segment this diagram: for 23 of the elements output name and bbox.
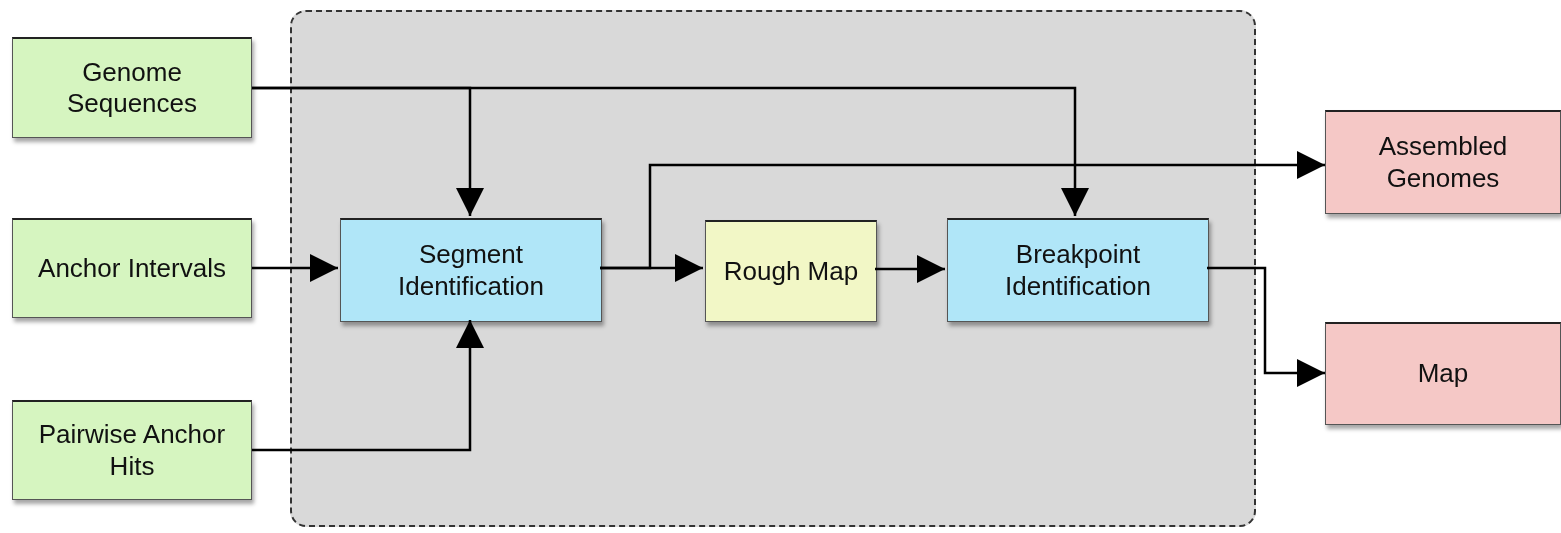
input-box (12, 218, 252, 318)
node-label: Rough Map (722, 255, 860, 288)
input-box (12, 37, 252, 138)
node-label: Segment Identification (397, 239, 545, 302)
output-box (1325, 110, 1561, 214)
arrow (252, 86, 1089, 216)
node-label: Pairwise Anchor Hits (37, 419, 227, 482)
node-label: Anchor Intervals (37, 252, 227, 285)
arrow (875, 255, 945, 283)
arrow (252, 254, 338, 282)
node-label: Assembled Genomes (1377, 131, 1509, 194)
arrow (600, 151, 1325, 270)
arrow (252, 320, 484, 452)
node-label: Map (1416, 358, 1470, 390)
process-box (947, 218, 1209, 322)
input-box (12, 400, 252, 500)
dashed-container (290, 10, 1256, 527)
arrow (1207, 266, 1325, 387)
process-box (340, 218, 602, 322)
node-label: Breakpoint Identification (1004, 239, 1152, 302)
output-box (1325, 322, 1561, 425)
node-label: Genome Sequences (65, 56, 199, 120)
data-box (705, 220, 877, 322)
